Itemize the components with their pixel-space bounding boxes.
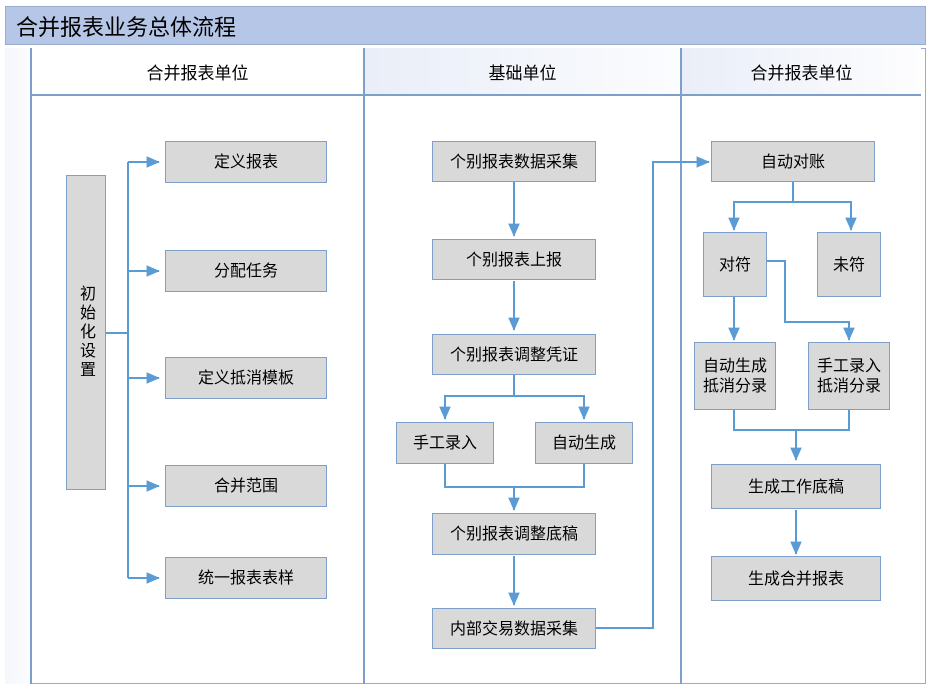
lane-divider-2 [680, 96, 682, 684]
node-define-offset-template[interactable]: 定义抵消模板 [165, 357, 327, 399]
node-init-setup[interactable]: 初始化设置 [66, 175, 106, 490]
node-individual-report-submit[interactable]: 个别报表上报 [432, 239, 596, 280]
node-unify-report-form[interactable]: 统一报表表样 [165, 557, 327, 599]
node-individual-adjust-voucher[interactable]: 个别报表调整凭证 [432, 334, 596, 375]
lane-header-1: 合并报表单位 [32, 48, 363, 96]
node-matched[interactable]: 对符 [703, 232, 767, 297]
left-margin-strip [5, 48, 32, 684]
lane-divider-1 [363, 96, 365, 684]
node-auto-gen-offset-entry[interactable]: 自动生成 抵消分录 [694, 342, 776, 410]
node-individual-data-collect[interactable]: 个别报表数据采集 [432, 141, 596, 182]
node-gen-merged-report[interactable]: 生成合并报表 [711, 556, 881, 601]
node-manual-entry-offset-entry[interactable]: 手工录入 抵消分录 [808, 342, 890, 410]
node-auto-reconcile[interactable]: 自动对账 [711, 141, 875, 182]
node-assign-task[interactable]: 分配任务 [165, 250, 327, 292]
lane-header-2: 基础单位 [363, 48, 680, 96]
node-auto-generate[interactable]: 自动生成 [535, 422, 633, 464]
node-gen-worksheet[interactable]: 生成工作底稿 [711, 464, 881, 509]
node-define-report[interactable]: 定义报表 [165, 141, 327, 183]
title-bar: 合并报表业务总体流程 [5, 6, 926, 45]
node-unmatched[interactable]: 未符 [817, 232, 881, 297]
node-individual-adjust-draft[interactable]: 个别报表调整底稿 [432, 513, 596, 555]
node-manual-entry[interactable]: 手工录入 [396, 422, 494, 464]
lane-header-3: 合并报表单位 [680, 48, 921, 96]
node-merge-scope[interactable]: 合并范围 [165, 465, 327, 507]
page-title: 合并报表业务总体流程 [16, 15, 237, 41]
node-internal-trade-collect[interactable]: 内部交易数据采集 [432, 608, 596, 649]
